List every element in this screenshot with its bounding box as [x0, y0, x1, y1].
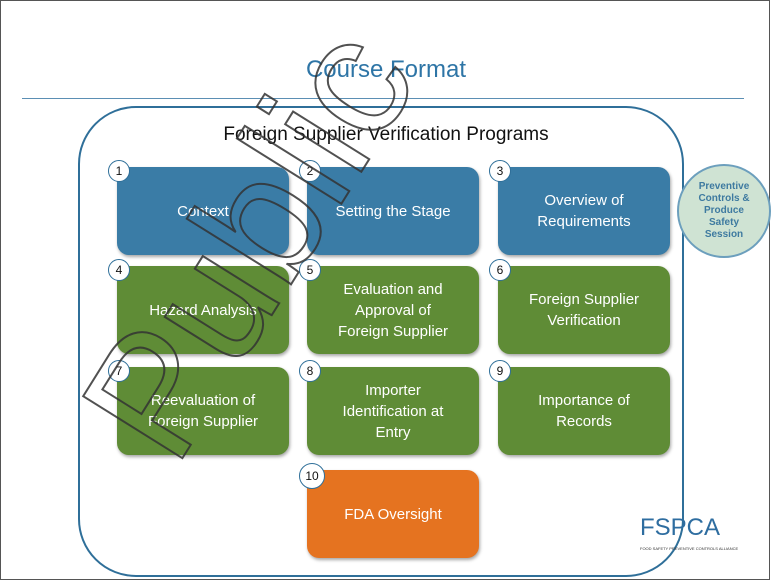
module-number-badge: 8	[299, 360, 321, 382]
module-number-badge: 2	[299, 160, 321, 182]
module-tile-fda-oversight: FDA Oversight	[307, 470, 479, 558]
module-tile-context: Context	[117, 167, 289, 255]
module-tile-overview-of-requirements: Overview of Requirements	[498, 167, 670, 255]
module-number-badge: 6	[489, 259, 511, 281]
side-session-badge: Preventive Controls & Produce Safety Ses…	[677, 164, 771, 258]
logo-subtitle: FOOD SAFETY PREVENTIVE CONTROLS ALLIANCE	[640, 546, 739, 551]
module-number-badge: 9	[489, 360, 511, 382]
module-number-badge: 4	[108, 259, 130, 281]
logo-text: FSPCA	[640, 514, 721, 541]
module-tile-importer-identification: Importer Identification at Entry	[307, 367, 479, 455]
module-number-badge: 7	[108, 360, 130, 382]
module-tile-evaluation-and-approval: Evaluation and Approval of Foreign Suppl…	[307, 266, 479, 354]
module-tile-importance-of-records: Importance of Records	[498, 367, 670, 455]
module-tile-setting-the-stage: Setting the Stage	[307, 167, 479, 255]
module-tile-hazard-analysis: Hazard Analysis	[117, 266, 289, 354]
module-number-badge: 5	[299, 259, 321, 281]
module-tile-reevaluation: Reevaluation of Foreign Supplier	[117, 367, 289, 455]
module-number-badge: 3	[489, 160, 511, 182]
module-number-badge: 1	[108, 160, 130, 182]
fspca-logo: FSPCA FOOD SAFETY PREVENTIVE CONTROLS AL…	[640, 514, 752, 574]
slide-title: Course Format	[305, 56, 467, 83]
module-tile-foreign-supplier-verification: Foreign Supplier Verification	[498, 266, 670, 354]
title-divider	[22, 98, 744, 99]
program-title: Foreign Supplier Verification Programs	[223, 124, 549, 145]
module-number-badge: 10	[299, 463, 325, 489]
